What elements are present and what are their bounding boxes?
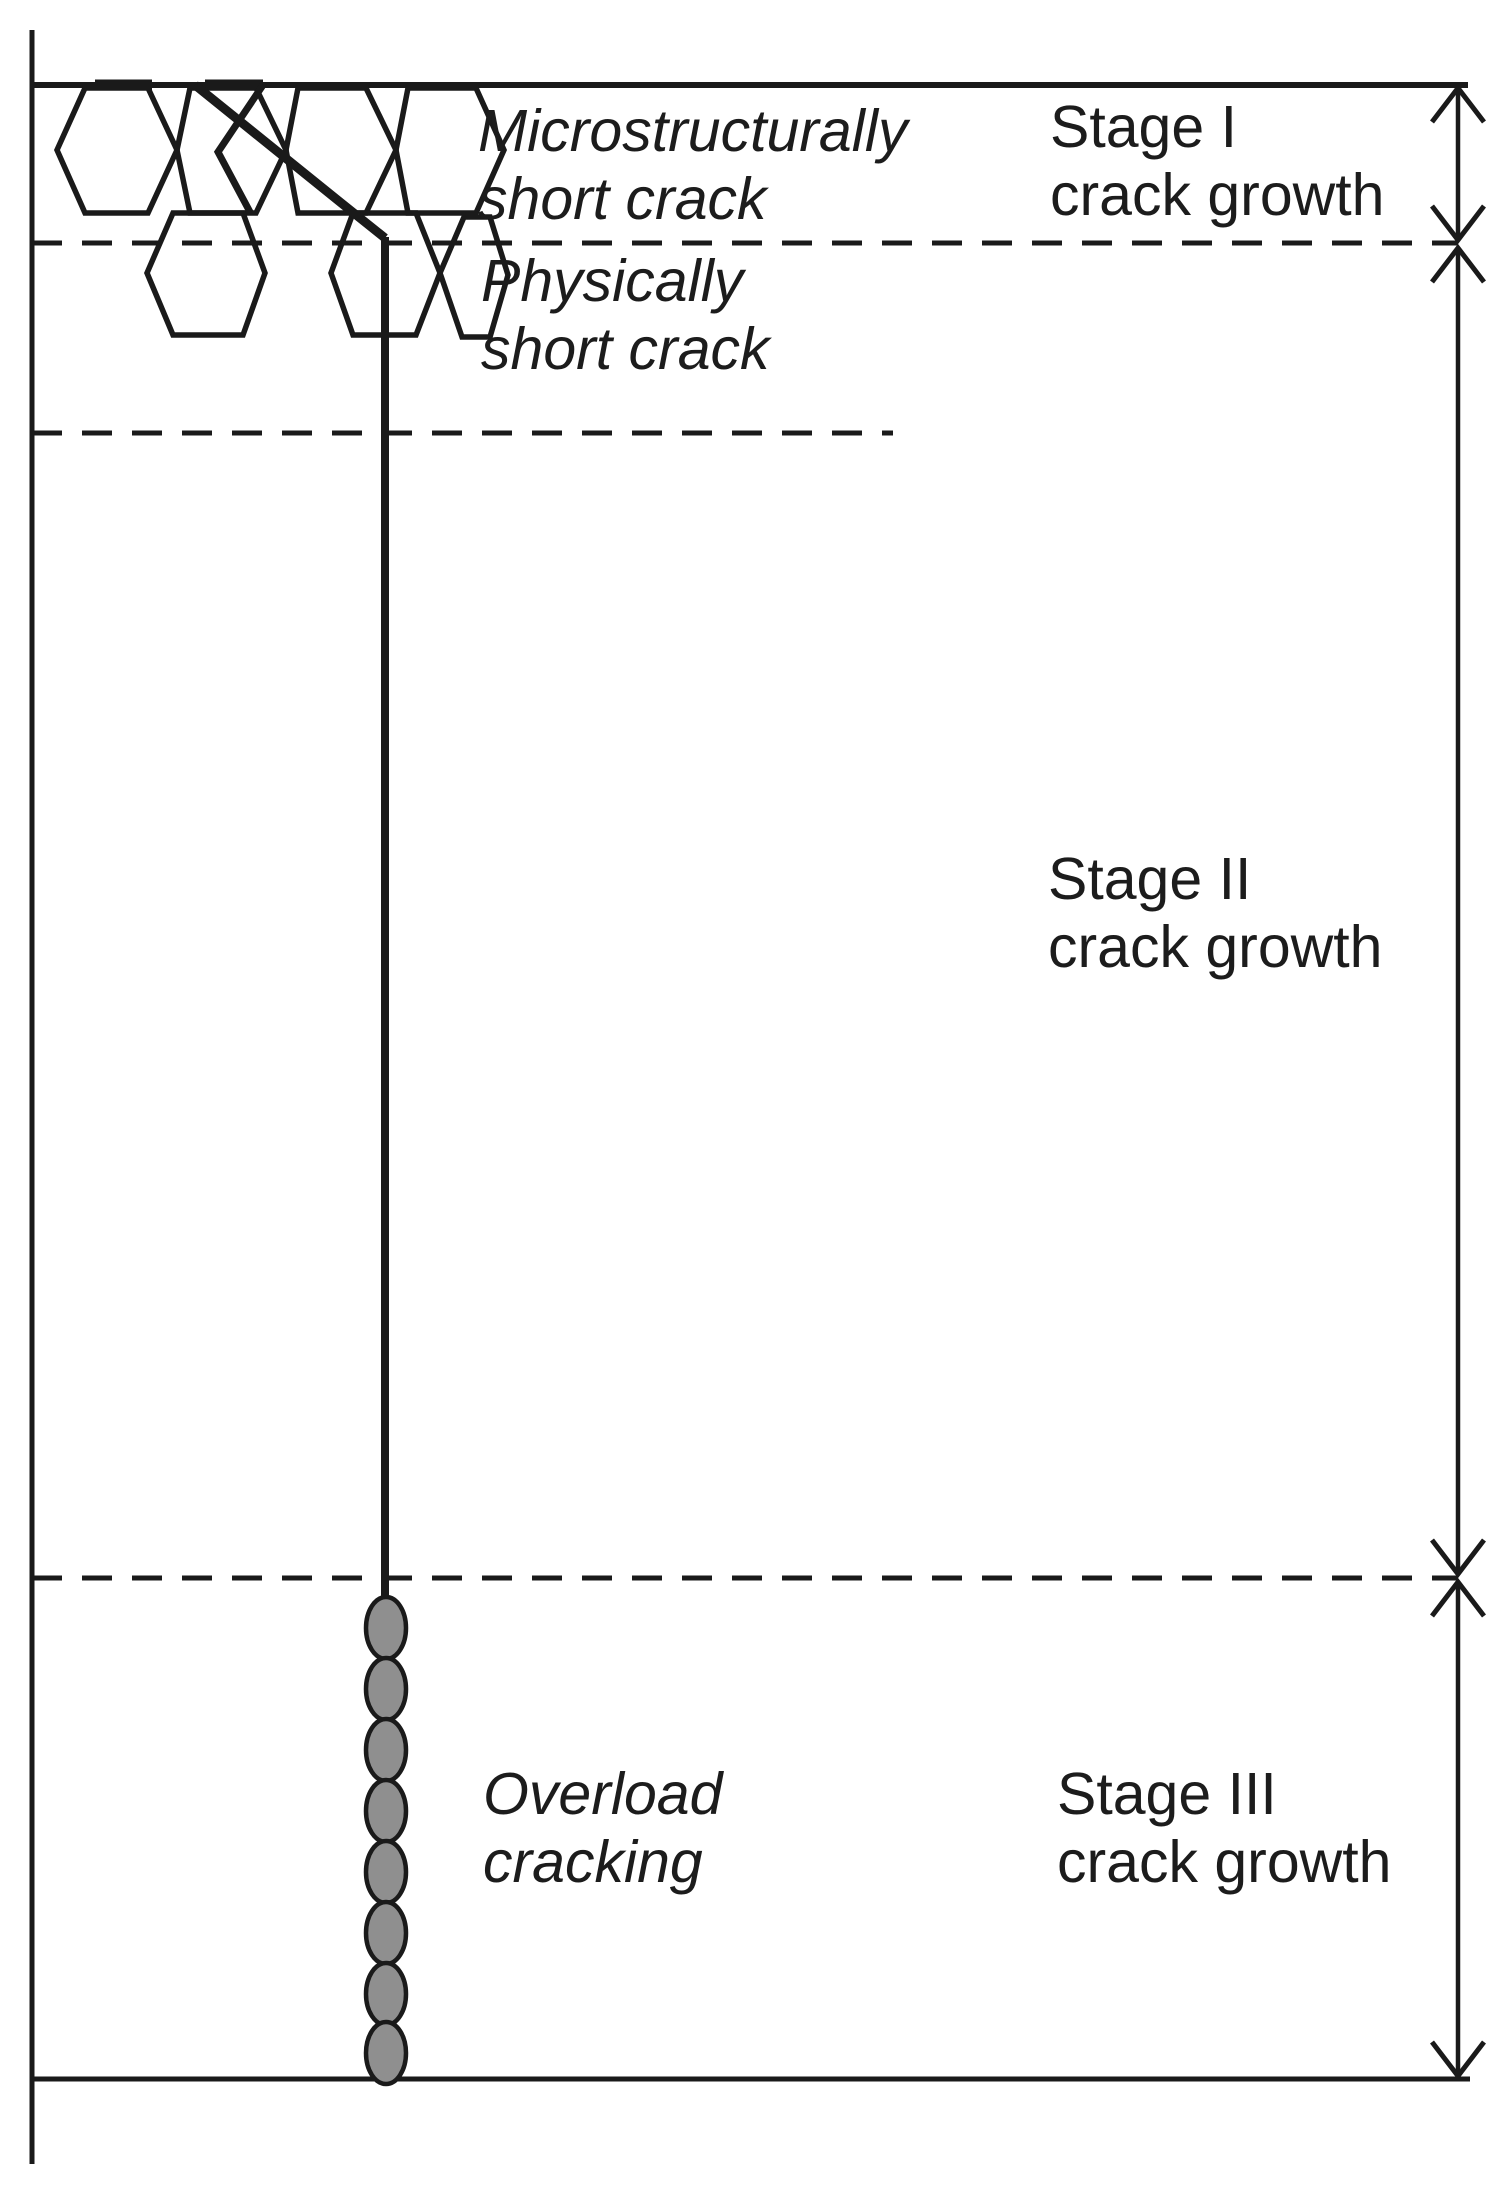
arrowhead-down-icon [1430, 1538, 1486, 1579]
grain-hexagon [328, 210, 443, 338]
stage1-slip-crack-main [192, 81, 388, 242]
label-line: short crack [478, 166, 767, 232]
stage3-crack-growth-label: Stage III crack growth [1057, 1760, 1391, 1896]
void-ellipse [363, 1838, 409, 1906]
label-line: Stage II [1048, 846, 1252, 912]
arrowhead-up-icon [1430, 1577, 1486, 1618]
label-line: Physically [481, 248, 744, 314]
void-ellipse [363, 1716, 409, 1784]
arrowhead-down-icon [1430, 204, 1486, 245]
label-line: Overload [483, 1761, 723, 1827]
label-line: crack growth [1057, 1829, 1392, 1895]
stage2-crack-growth-label: Stage II crack growth [1048, 845, 1382, 981]
stage1-extent-arrow [1430, 83, 1486, 245]
label-line: Stage I [1050, 94, 1237, 160]
void-ellipse [363, 1960, 409, 2028]
arrowhead-up-icon [1430, 83, 1486, 124]
label-line: Microstructurally [478, 98, 908, 164]
overload-void-chain [363, 1594, 409, 2087]
void-ellipse [363, 1655, 409, 1723]
label-line: short crack [481, 316, 770, 382]
grain-structure [53, 85, 511, 340]
physically-short-crack-label: Physically short crack [481, 247, 770, 383]
overload-cracking-label: Overload cracking [483, 1760, 722, 1896]
void-ellipse [363, 1777, 409, 1845]
label-line: Stage III [1057, 1761, 1277, 1827]
void-ellipse [363, 1594, 409, 1662]
label-line: crack growth [1050, 162, 1385, 228]
stage2-extent-arrow [1430, 243, 1486, 1579]
stage1-slip-crack-secondary [213, 83, 266, 214]
grain-hexagon [174, 85, 290, 216]
grain-hexagon [393, 85, 508, 216]
label-line: crack growth [1048, 914, 1383, 980]
arrowhead-up-icon [1430, 243, 1486, 284]
grain-hexagon [437, 214, 511, 340]
grain-hexagon [53, 85, 181, 216]
void-ellipse [363, 1899, 409, 1967]
microstructurally-short-crack-label: Microstructurally short crack [478, 97, 907, 233]
stage3-extent-arrow [1430, 1577, 1486, 2081]
stage1-crack-growth-label: Stage I crack growth [1050, 93, 1384, 229]
arrowhead-down-icon [1430, 2040, 1486, 2081]
label-line: cracking [483, 1829, 703, 1895]
grain-hexagon [144, 210, 268, 338]
void-ellipse [363, 2019, 409, 2087]
grain-hexagon [283, 85, 400, 216]
